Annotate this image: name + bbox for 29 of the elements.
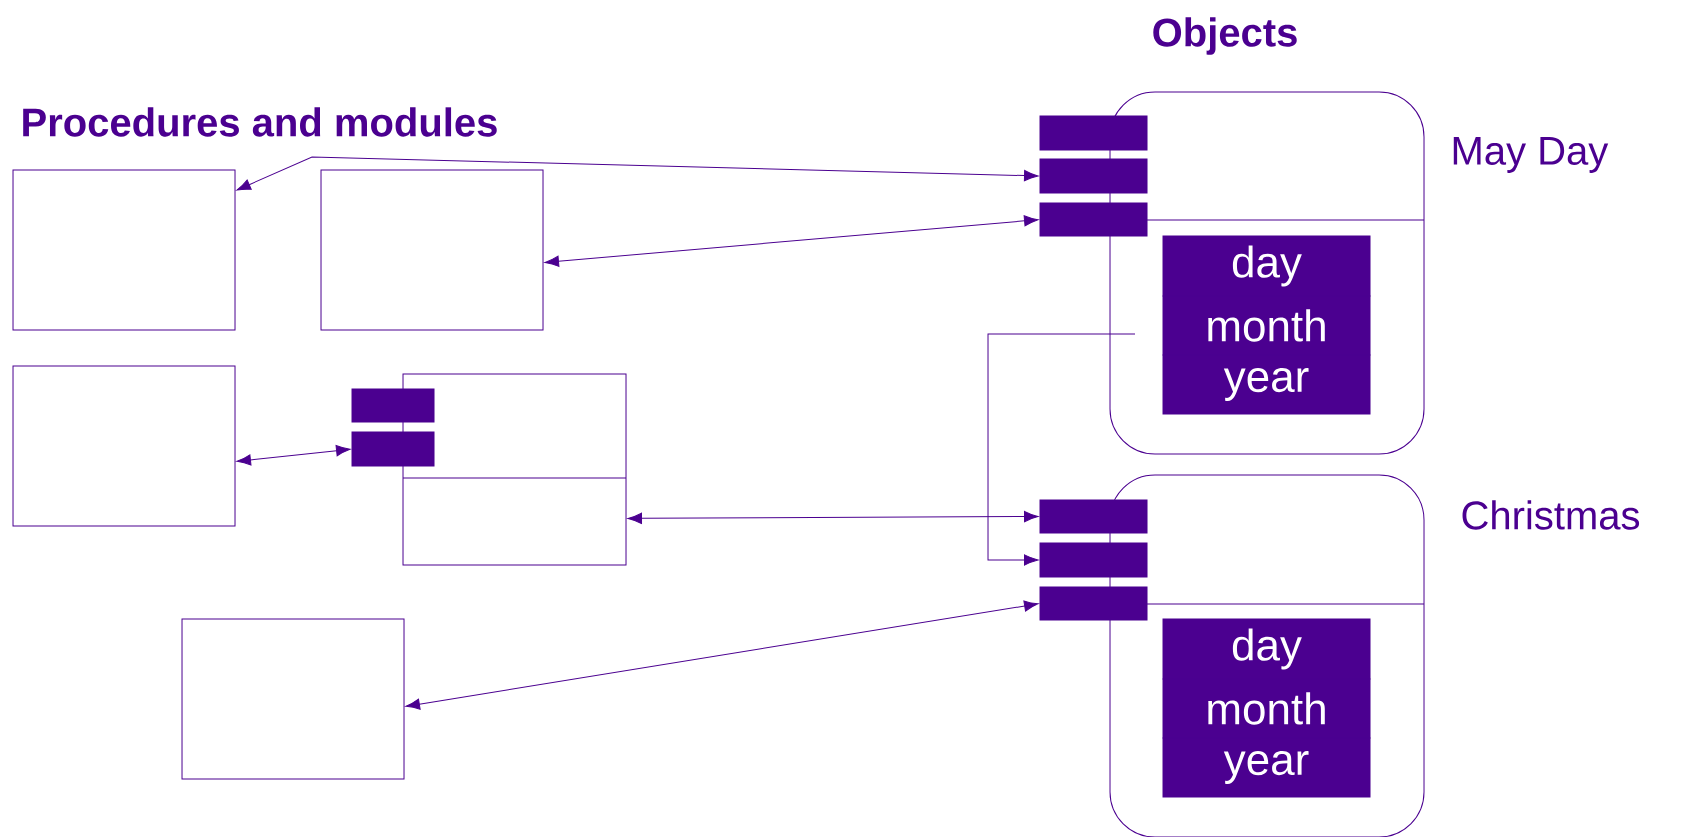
module-box (402, 373, 627, 566)
port-bar (1039, 115, 1148, 151)
object-name: May Day (1453, 137, 1609, 173)
module-box (12, 365, 236, 527)
object-name: Christmas (1462, 500, 1640, 530)
port-bar (1039, 202, 1148, 237)
attribute-bar: year (1162, 737, 1371, 798)
port-bar (1039, 586, 1148, 621)
port-bar (1039, 499, 1148, 534)
arrow (987, 333, 1136, 566)
port-bar (351, 388, 435, 423)
attribute-bar: day (1162, 618, 1371, 680)
heading: Procedures and modules (23, 107, 497, 137)
attribute-bar: day (1162, 235, 1371, 297)
module-box (320, 169, 544, 331)
module-box (12, 169, 236, 331)
port-bar (1039, 158, 1148, 194)
port-bar (351, 431, 435, 467)
arrow (405, 600, 1039, 710)
arrow (236, 156, 1039, 191)
attribute-bar: month (1162, 678, 1371, 739)
attribute-bar: month (1162, 295, 1371, 356)
arrow (627, 510, 1039, 524)
heading: Objects (1153, 17, 1297, 55)
module-box (181, 618, 405, 780)
port-bar (1039, 542, 1148, 578)
arrow (544, 215, 1039, 267)
arrow (236, 445, 351, 466)
attribute-bar: year (1162, 354, 1371, 415)
